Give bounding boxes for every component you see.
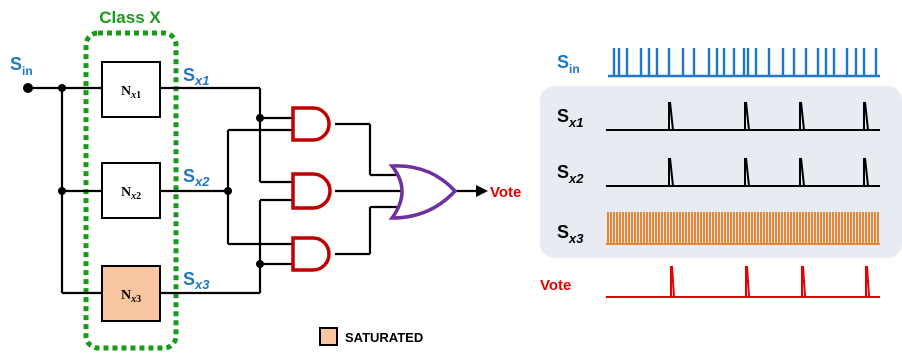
trace-label-input: Sin — [557, 52, 580, 76]
input-terminal-dot — [23, 83, 33, 93]
trace-label-x1: Sx1 — [557, 106, 583, 130]
neuron-x2: Nx2 — [101, 162, 161, 219]
input-signal-label: Sin — [10, 54, 33, 78]
trace-label-x2: Sx2 — [557, 162, 584, 186]
neuron-x3-saturated: Nx3 — [101, 265, 161, 322]
and-gate-3 — [291, 236, 331, 272]
trace-x3-spikes — [606, 212, 880, 245]
trace-x3 — [606, 212, 880, 245]
trace-x2 — [606, 157, 880, 187]
or-gate — [388, 164, 458, 220]
svg-text:Nx2: Nx2 — [121, 185, 141, 202]
output-label-x3: Sx3 — [183, 269, 210, 292]
saturated-legend-label: SATURATED — [345, 330, 423, 345]
and-gate-1 — [291, 106, 331, 142]
class-x-label: Class X — [99, 8, 161, 27]
vote-arrow-icon — [476, 185, 488, 197]
saturated-legend-swatch — [319, 327, 338, 346]
svg-text:Nx1: Nx1 — [121, 84, 141, 101]
junction-dot — [58, 187, 66, 195]
output-label-x2: Sx2 — [183, 166, 210, 189]
output-label-x1: Sx1 — [183, 65, 209, 88]
trace-input — [608, 48, 880, 78]
trace-vote — [606, 265, 880, 298]
neuron-x1: Nx1 — [101, 61, 161, 118]
trace-label-vote: Vote — [540, 277, 571, 294]
vote-output-label: Vote — [490, 184, 521, 201]
svg-text:Nx3: Nx3 — [121, 288, 141, 305]
junction-dot — [256, 260, 264, 268]
junction-dot — [58, 84, 66, 92]
trace-x1 — [606, 101, 880, 131]
junction-dot — [256, 114, 264, 122]
junction-dot — [224, 187, 232, 195]
and-gate-2 — [291, 172, 332, 210]
trace-label-x3: Sx3 — [557, 222, 584, 246]
